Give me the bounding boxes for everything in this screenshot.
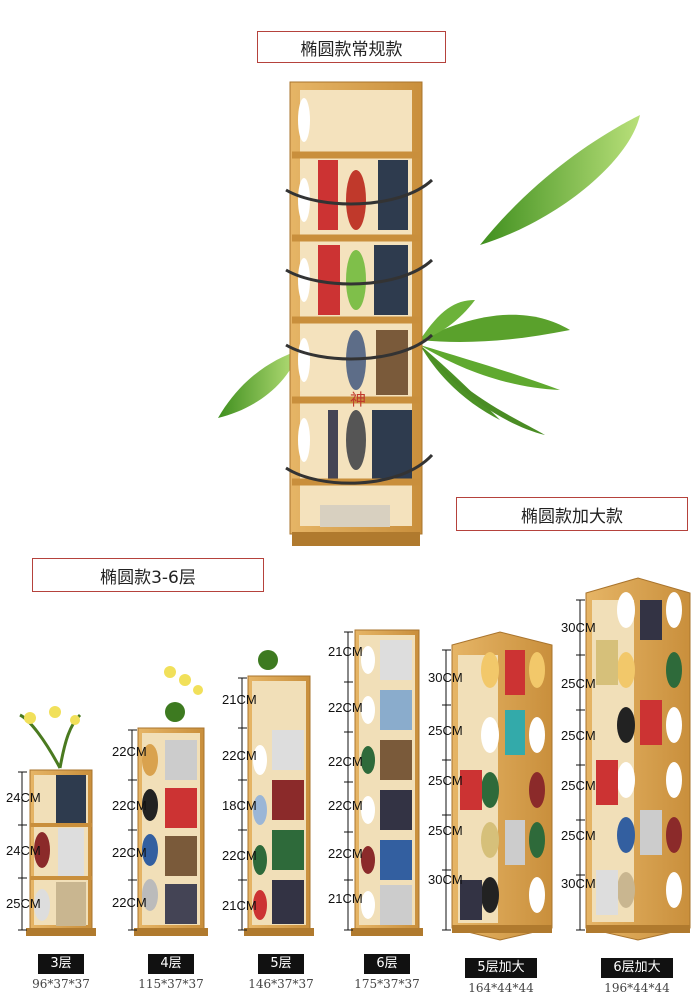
dim-6L-4: 25CM — [561, 778, 596, 793]
label-large-model: 椭圆款加大款 — [456, 497, 688, 531]
dim-3-3: 25CM — [6, 896, 41, 911]
label-3-6-tier: 椭圆款3-6层 — [32, 558, 264, 592]
dimension-labels: 24CM 24CM 25CM 22CM 22CM 22CM 22CM 21CM … — [6, 620, 596, 913]
dim-6-3: 22CM — [328, 754, 363, 769]
dimension-lines — [18, 599, 585, 931]
model-size: 175*37*37 — [354, 977, 420, 991]
dim-5-4: 22CM — [222, 848, 257, 863]
model-size: 146*37*37 — [248, 977, 314, 991]
dim-6L-1: 30CM — [561, 620, 596, 635]
model-size: 96*37*37 — [32, 977, 90, 991]
dim-6-4: 22CM — [328, 798, 363, 813]
dim-5-5: 21CM — [222, 898, 257, 913]
dim-5L-4: 25CM — [428, 823, 463, 838]
dim-6L-3: 25CM — [561, 728, 596, 743]
dim-6-1: 21CM — [328, 644, 363, 659]
dim-5L-5: 30CM — [428, 872, 463, 887]
model-name: 3层 — [38, 954, 84, 974]
dim-6-5: 22CM — [328, 846, 363, 861]
caption-5-tier-large: 5层加大 164*44*44 — [456, 956, 546, 995]
dim-6L-5: 25CM — [561, 828, 596, 843]
model-6-large-image — [585, 577, 691, 941]
main-bookshelf-image — [285, 81, 434, 546]
dim-5-2: 22CM — [222, 748, 257, 763]
model-name: 4层 — [148, 954, 194, 974]
dim-4-3: 22CM — [112, 845, 147, 860]
model-5-large-image — [451, 631, 553, 941]
dim-5-1: 21CM — [222, 692, 257, 707]
dim-5L-2: 25CM — [428, 723, 463, 738]
caption-4-tier: 4层 115*37*37 — [126, 952, 216, 991]
model-6-image — [351, 629, 423, 936]
dim-4-4: 22CM — [112, 895, 147, 910]
model-size: 196*44*44 — [604, 981, 670, 995]
dim-4-2: 22CM — [112, 798, 147, 813]
model-name: 5层加大 — [465, 958, 537, 978]
dim-3-1: 24CM — [6, 790, 41, 805]
dim-5-3: 18CM — [222, 798, 257, 813]
model-size: 164*44*44 — [468, 981, 534, 995]
model-size: 115*37*37 — [138, 977, 204, 991]
label-regular-model: 椭圆款常规款 — [257, 31, 446, 63]
model-name: 6层加大 — [601, 958, 673, 978]
model-name: 6层 — [364, 954, 410, 974]
dim-4-1: 22CM — [112, 744, 147, 759]
dim-6L-6: 30CM — [561, 876, 596, 891]
caption-6-tier: 6层 175*37*37 — [342, 952, 432, 991]
model-4-image — [134, 666, 208, 936]
dim-5L-3: 25CM — [428, 773, 463, 788]
model-3-image — [19, 706, 96, 936]
bamboo-leaf-illustration — [218, 115, 640, 435]
dim-6-2: 22CM — [328, 700, 363, 715]
dim-6L-2: 25CM — [561, 676, 596, 691]
watermark-text: 神 — [350, 390, 366, 409]
model-name: 5层 — [258, 954, 304, 974]
caption-3-tier: 3层 96*37*37 — [16, 952, 106, 991]
dim-6-6: 21CM — [328, 891, 363, 906]
caption-6-tier-large: 6层加大 196*44*44 — [592, 956, 682, 995]
dim-5L-1: 30CM — [428, 670, 463, 685]
caption-5-tier: 5层 146*37*37 — [236, 952, 326, 991]
dim-3-2: 24CM — [6, 843, 41, 858]
model-5-image — [244, 650, 314, 936]
